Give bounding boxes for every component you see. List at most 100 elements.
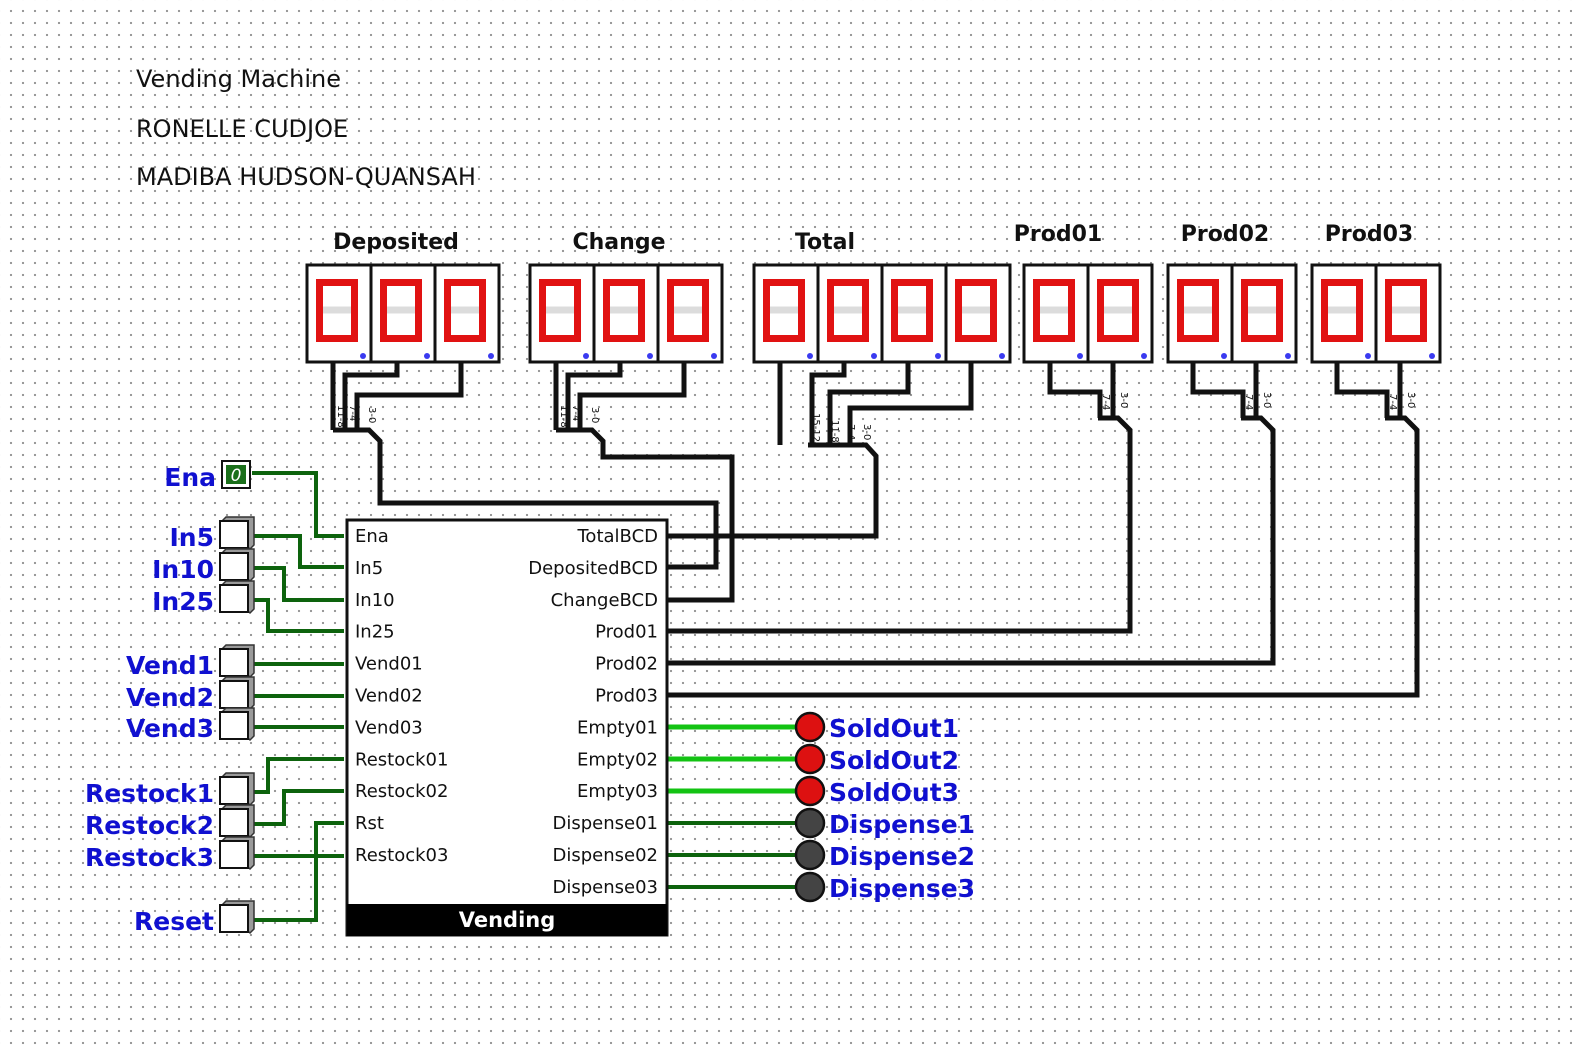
segment-d	[1321, 335, 1363, 342]
segment-d	[827, 335, 869, 342]
segment-c	[1132, 310, 1139, 342]
led-soldout1	[794, 711, 826, 743]
port-right-prod02: Prod02	[595, 654, 658, 675]
button-restock3[interactable]	[219, 836, 255, 871]
segment-e	[539, 310, 546, 342]
segment-d	[380, 335, 422, 342]
segment-d	[1241, 335, 1283, 342]
segment-e	[1177, 310, 1184, 342]
segment-e	[444, 310, 451, 342]
segment-f	[763, 279, 770, 310]
segment-a	[444, 279, 486, 286]
port-left-restock03: Restock03	[355, 845, 448, 866]
ena-input-pin[interactable]: 0	[221, 460, 251, 489]
segment-d	[603, 335, 645, 342]
splitter-label: 3-0	[1118, 392, 1129, 408]
segment-a	[1177, 279, 1219, 286]
segment-d	[316, 335, 358, 342]
segment-f	[603, 279, 610, 310]
segment-f	[667, 279, 674, 310]
button-restock1[interactable]	[219, 772, 255, 807]
splitter-label: 11-8	[558, 405, 569, 428]
seven-segment-digit	[816, 263, 884, 364]
display-label-prod01: Prod01	[1014, 222, 1102, 247]
port-right-dispense01: Dispense01	[552, 813, 658, 834]
segment-a	[891, 279, 933, 286]
splitter-label: 7-4	[845, 424, 856, 440]
segment-a	[603, 279, 645, 286]
segment-e	[955, 310, 962, 342]
button-reset[interactable]	[219, 900, 255, 935]
segment-e	[380, 310, 387, 342]
button-vend1[interactable]	[219, 644, 255, 679]
port-left-vend03: Vend03	[355, 717, 423, 738]
segment-d	[1097, 335, 1139, 342]
component-left-ports: EnaIn5In10In25Vend01Vend02Vend03Restock0…	[355, 526, 448, 866]
port-right-dispense02: Dispense02	[552, 845, 658, 866]
splitter-label: 3-0	[1405, 392, 1416, 408]
led-label: SoldOut3	[829, 778, 959, 807]
vending-component[interactable]: Vending	[345, 518, 669, 937]
segment-a	[1385, 279, 1427, 286]
display-label-deposited: Deposited	[333, 230, 459, 255]
input-buttons: In5In10In25Vend1Vend2Vend3Restock1Restoc…	[85, 516, 255, 936]
note-author-2: MADIBA HUDSON-QUANSAH	[136, 163, 476, 191]
button-restock2[interactable]	[219, 804, 255, 839]
segment-c	[798, 310, 805, 342]
segment-b	[1132, 279, 1139, 310]
seven-segment-digit	[1374, 263, 1442, 364]
segment-f	[1097, 279, 1104, 310]
segment-c	[702, 310, 709, 342]
seven-segment-digit	[752, 263, 820, 364]
button-label: In5	[170, 523, 215, 552]
segment-e	[827, 310, 834, 342]
input-wires	[250, 471, 344, 922]
button-in5[interactable]	[219, 516, 255, 551]
port-left-in5: In5	[355, 558, 383, 579]
button-label: Vend1	[126, 651, 214, 680]
segment-f	[444, 279, 451, 310]
button-in25[interactable]	[219, 580, 255, 615]
segment-g	[1385, 306, 1427, 314]
button-vend3[interactable]	[219, 707, 255, 742]
segment-f	[1177, 279, 1184, 310]
segment-d	[1033, 335, 1075, 342]
segment-e	[763, 310, 770, 342]
display-label-prod03: Prod03	[1325, 222, 1413, 247]
port-right-prod01: Prod01	[595, 622, 658, 643]
segment-c	[351, 310, 358, 342]
component-title: Vending	[459, 908, 556, 932]
segment-c	[926, 310, 933, 342]
splitter-label: 7-4	[570, 405, 581, 421]
segment-e	[1241, 310, 1248, 342]
seven-segment-digit	[1166, 263, 1234, 364]
splitter-label: 3-0	[366, 407, 377, 423]
segment-b	[1212, 279, 1219, 310]
button-in10[interactable]	[219, 548, 255, 583]
button-label: Vend2	[126, 683, 214, 712]
button-label: Restock2	[85, 811, 214, 840]
button-vend2[interactable]	[219, 676, 255, 711]
segment-g	[1033, 306, 1075, 314]
display-label-total: Total	[795, 230, 855, 255]
led-dispense1	[794, 807, 826, 839]
port-right-depositedbcd: DepositedBCD	[528, 558, 658, 579]
segment-e	[316, 310, 323, 342]
port-right-prod03: Prod03	[595, 686, 658, 707]
seven-segment-digit	[528, 263, 596, 364]
segment-b	[1276, 279, 1283, 310]
segment-f	[827, 279, 834, 310]
port-right-empty01: Empty01	[577, 717, 658, 738]
led-label: SoldOut2	[829, 746, 959, 775]
segment-c	[1420, 310, 1427, 342]
segment-a	[1097, 279, 1139, 286]
seven-segment-digit	[592, 263, 660, 364]
segment-a	[1033, 279, 1075, 286]
segment-a	[827, 279, 869, 286]
segment-g	[444, 306, 486, 314]
splitter-label: 7-4	[1243, 394, 1254, 410]
led-label: Dispense2	[829, 842, 975, 871]
output-wires	[668, 724, 800, 889]
seven-segment-digit	[369, 263, 437, 364]
